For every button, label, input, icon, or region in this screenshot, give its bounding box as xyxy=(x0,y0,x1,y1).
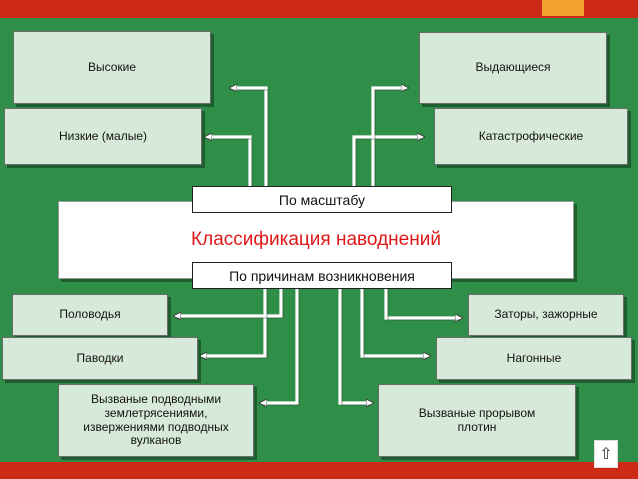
arrow-to-nagonnye xyxy=(360,289,428,356)
bottom-accent-bar xyxy=(0,462,638,479)
arrow-to-polovodya xyxy=(176,289,283,316)
arrow-to-proryv xyxy=(338,289,371,403)
node-pavodki: Паводки xyxy=(2,337,198,380)
node-vydayushchiesya: Выдающиеся xyxy=(419,32,607,104)
arrow-to-katastroficheskie xyxy=(352,137,422,186)
arrow-to-pavodki xyxy=(202,289,267,356)
node-nagonnye: Нагонные xyxy=(436,337,632,380)
node-podvodnye: Вызваные подводными землетрясениями, изв… xyxy=(58,384,254,457)
top-accent-bar xyxy=(0,0,638,18)
arrow-to-podvodnye xyxy=(262,289,299,403)
arrow-to-zatory xyxy=(384,289,460,318)
diagram-title: Классификация наводнений xyxy=(191,229,441,250)
home-icon: ⇧ xyxy=(599,446,613,463)
node-proryv: Вызваные прорывом плотин xyxy=(378,384,576,457)
corner-tab xyxy=(542,0,584,16)
node-katastroficheskie: Катастрофические xyxy=(434,108,628,165)
home-nav-button[interactable]: ⇧ xyxy=(594,440,618,468)
arrow-to-nizkie xyxy=(207,137,252,186)
cause-label: По причинам возникновения xyxy=(192,262,452,289)
node-vysokie: Высокие xyxy=(13,31,211,104)
arrow-to-vydayushchiesya xyxy=(371,88,406,186)
center-panel: Классификация наводнений xyxy=(58,201,574,279)
arrow-to-vysokie xyxy=(232,88,268,186)
scale-label: По масштабу xyxy=(192,186,452,213)
node-polovodya: Половодья xyxy=(12,294,168,336)
node-zatory: Заторы, зажорные xyxy=(468,294,624,336)
node-nizkie: Низкие (малые) xyxy=(4,108,202,165)
